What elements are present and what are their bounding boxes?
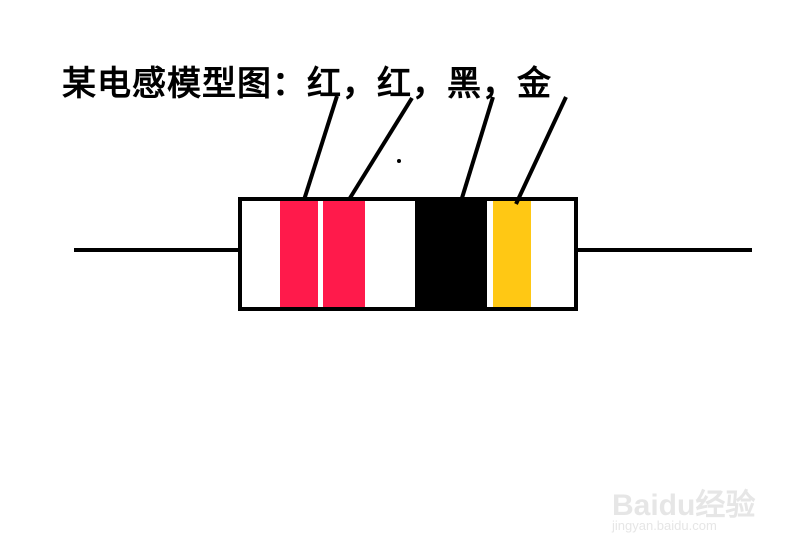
band-red-2 — [323, 201, 365, 307]
pointer-line-black — [460, 96, 495, 199]
watermark-logo: Baidu经验 — [612, 489, 756, 522]
band-red-1 — [280, 201, 318, 307]
stray-dot — [397, 159, 401, 163]
watermark-url: jingyan.baidu.com — [612, 518, 717, 533]
band-black — [415, 201, 487, 307]
pointer-line-red-1 — [302, 95, 339, 201]
band-gold — [493, 201, 531, 307]
baidu-watermark: Baidu经验 jingyan.baidu.com — [610, 470, 770, 540]
pointer-line-red-2 — [348, 96, 414, 200]
pointer-line-gold — [514, 96, 568, 205]
diagram-title: 某电感模型图：红，红，黑，金 — [62, 64, 552, 104]
